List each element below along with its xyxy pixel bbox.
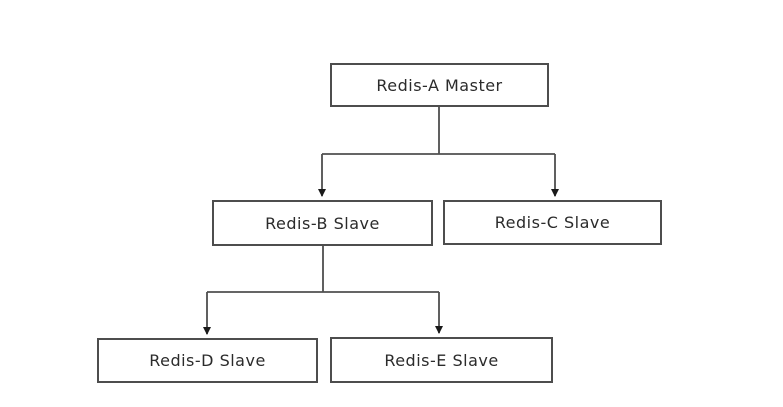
node-label: Redis-C Slave [494,213,611,232]
node-label: Redis-B Slave [265,213,380,233]
node-redis-d-slave: Redis-D Slave [97,338,318,383]
node-redis-b-slave: Redis-B Slave [212,200,433,246]
node-redis-e-slave: Redis-E Slave [330,337,553,383]
node-redis-c-slave: Redis-C Slave [443,200,662,245]
node-label: Redis-A Master [376,75,503,95]
node-redis-a-master: Redis-A Master [330,63,549,107]
node-label: Redis-E Slave [384,350,499,370]
node-label: Redis-D Slave [149,351,266,370]
